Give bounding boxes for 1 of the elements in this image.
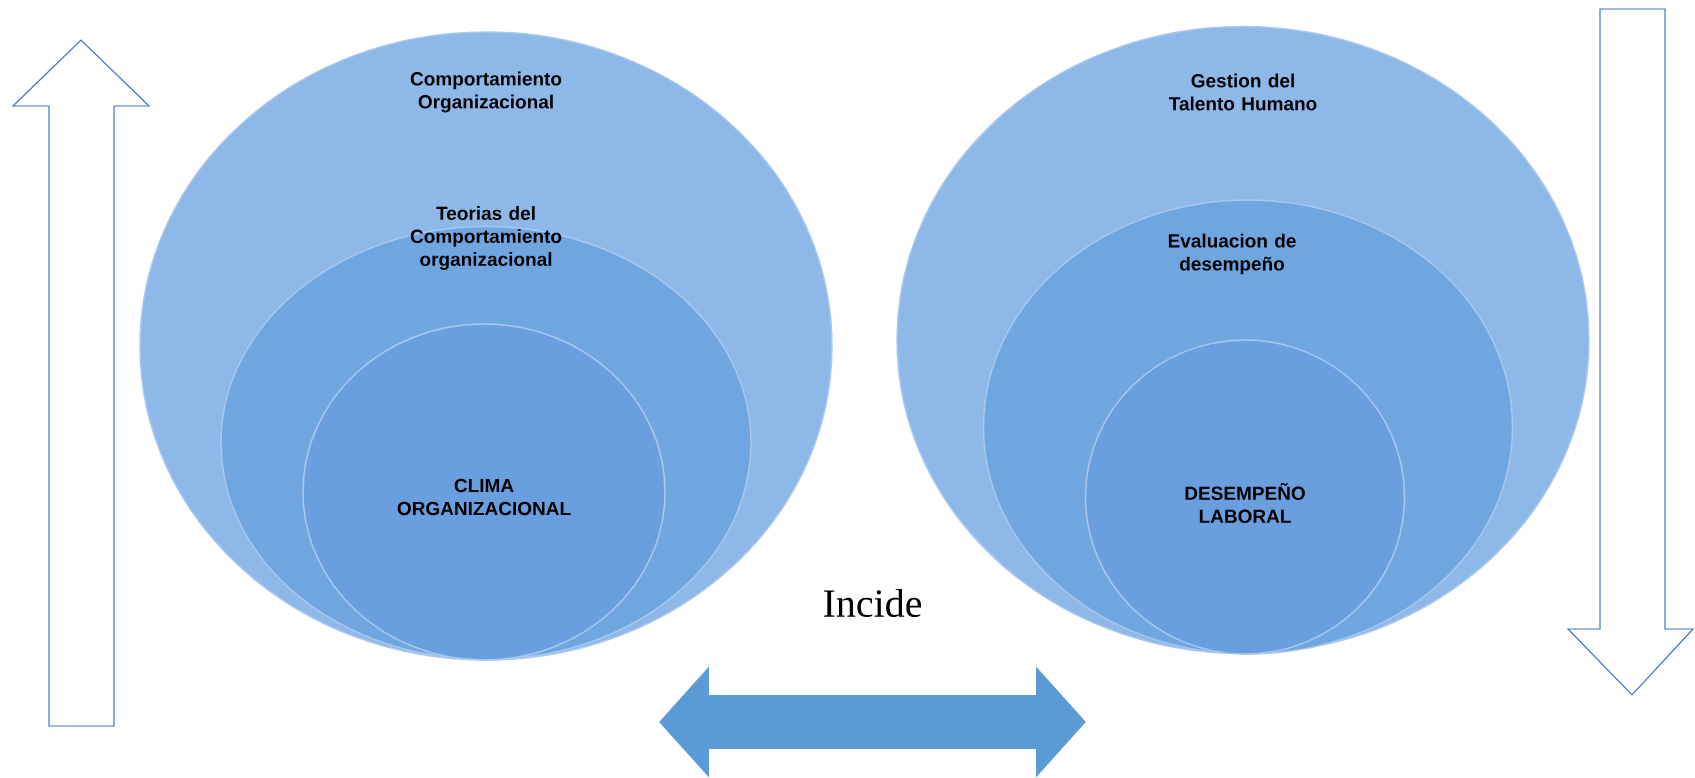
node-label: Teorias del	[436, 206, 535, 221]
